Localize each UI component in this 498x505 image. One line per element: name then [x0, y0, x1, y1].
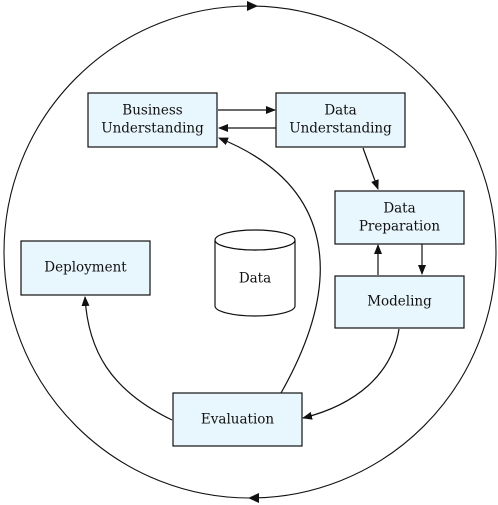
deployment-box — [20, 240, 151, 296]
business-understanding-label-line1: Business — [122, 103, 182, 119]
cycle-arrow-bottom — [248, 493, 259, 503]
data-preparation-label-line1: Data — [383, 201, 415, 217]
node-business-understanding: Business Understanding — [87, 92, 218, 148]
node-deployment: Deployment — [20, 240, 151, 296]
data-store-cylinder: Data — [214, 229, 296, 317]
data-understanding-label-line2: Understanding — [289, 121, 392, 137]
evaluation-label: Evaluation — [201, 412, 274, 428]
evaluation-box — [172, 392, 303, 447]
node-modeling: Modeling — [334, 275, 465, 329]
data-understanding-box — [275, 92, 406, 148]
data-understanding-label-line1: Data — [324, 103, 356, 119]
cylinder-top — [214, 229, 296, 251]
node-data-preparation: Data Preparation — [334, 190, 465, 245]
node-data-understanding: Data Understanding — [275, 92, 406, 148]
cycle-arrow-top — [247, 1, 258, 11]
data-store-label: Data — [239, 271, 271, 287]
arrow-data-understanding-to-preparation — [362, 147, 379, 190]
deployment-label: Deployment — [44, 260, 127, 276]
arrow-evaluation-to-deployment — [81, 296, 173, 421]
data-preparation-label-line2: Preparation — [359, 219, 441, 235]
business-understanding-label-line2: Understanding — [101, 121, 204, 137]
arrow-evaluation-to-business — [218, 137, 321, 394]
arrow-modeling-to-evaluation — [302, 328, 400, 420]
data-preparation-box — [334, 190, 465, 245]
modeling-label: Modeling — [367, 294, 432, 310]
business-understanding-box — [87, 92, 218, 148]
modeling-box — [334, 275, 465, 329]
node-evaluation: Evaluation — [172, 392, 303, 447]
